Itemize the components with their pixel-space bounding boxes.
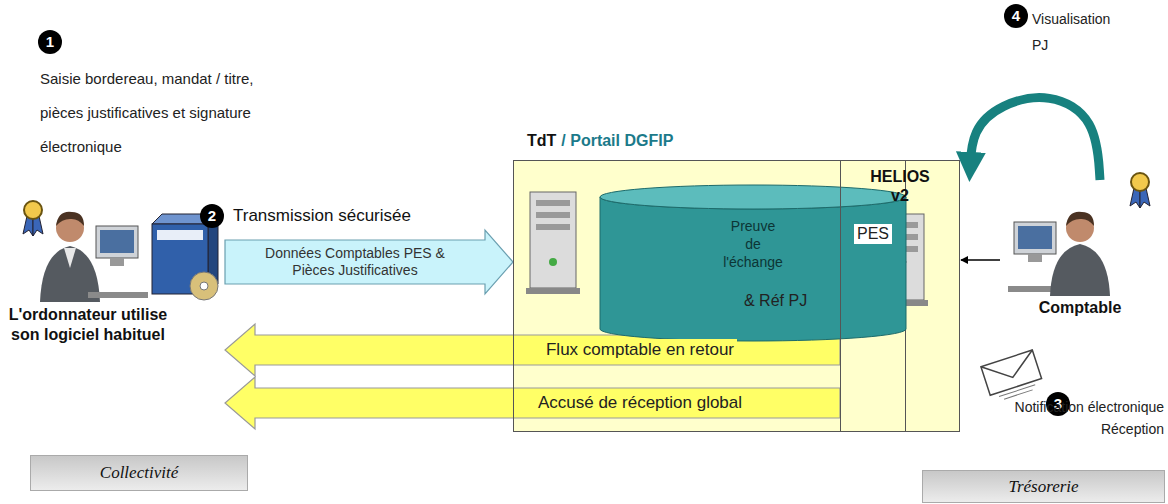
step-note: Notification électronique Réception [968, 396, 1164, 440]
actor-node: Comptable [1000, 180, 1160, 330]
node-title: Trésorerie [923, 471, 1164, 502]
person-icon-part [56, 212, 84, 226]
node-title: TdT [527, 130, 556, 152]
node-title: Preuve de l'échange [722, 217, 784, 271]
step-note: Transmission sécurisée [233, 205, 411, 227]
node-title: Comptable [1000, 298, 1160, 318]
computer-icon-part [100, 230, 134, 253]
computer-icon-part [1028, 254, 1042, 262]
person-icon-part [1050, 244, 1110, 296]
server-icon-part [536, 224, 570, 230]
server-icon-part [536, 212, 570, 218]
step-note: Saisie bordereau, mandat / titre, pièces… [40, 62, 295, 164]
zone-band: Trésorerie [922, 470, 1165, 503]
envelope-icon-part [981, 350, 1042, 395]
rosette-icon [1130, 173, 1150, 208]
software-box-icon-part [200, 282, 208, 290]
edge-label: PES [854, 224, 892, 244]
cylinder-top [600, 185, 906, 209]
rosette-icon-part [1131, 173, 1149, 191]
callout-number: 4 [1004, 4, 1028, 28]
callout-number: 2 [200, 204, 224, 228]
data-flow-arrow [225, 230, 513, 294]
envelope-icon-part [981, 350, 1039, 386]
rosette-icon-part [24, 201, 42, 219]
actor-node: L'ordonnateur utilise son logiciel habit… [8, 165, 225, 425]
database-cylinder: Preuve de l'échange [600, 185, 906, 341]
server-icon-part [549, 258, 557, 266]
return-flow-arrow [225, 377, 840, 429]
platform-box: TdT/ Portail DGFIP Preuve de l'échange [513, 130, 906, 432]
envelope-icon-part [999, 385, 1036, 401]
server-icon-part [530, 192, 576, 288]
edge-label: Flux comptable en retour [543, 339, 737, 361]
rosette-icon [23, 201, 43, 236]
server-icon [526, 192, 580, 294]
node-title: HELIOS v2 [865, 167, 935, 205]
callout-number: 1 [38, 30, 62, 54]
person-icon-part [64, 248, 76, 268]
computer-icon [88, 226, 148, 298]
node-title: L'ordonnateur utilise son logiciel habit… [8, 305, 168, 345]
software-box-icon-part [190, 272, 218, 300]
person-icon-part [1066, 212, 1094, 226]
access-arrow [961, 259, 1000, 261]
server-box: HELIOS v2 [840, 160, 960, 432]
edge-label: Données Comptables PES & Pièces Justific… [260, 245, 450, 279]
computer-icon-part [110, 258, 124, 266]
server-icon-part [536, 200, 570, 206]
computer-icon-part [1018, 226, 1052, 249]
person-icon [40, 212, 100, 302]
computer-icon-part [1014, 222, 1056, 254]
step-note: Visualisation PJ [1032, 6, 1127, 58]
computer-icon-part [88, 292, 148, 298]
computer-icon-part [96, 226, 138, 258]
node-subtitle: / Portail DGFIP [561, 130, 673, 152]
node-title: Collectivité [31, 456, 247, 490]
edge-label: Accusé de réception global [535, 392, 745, 414]
server-icon-part [526, 288, 580, 294]
flow-note: & Réf PJ [744, 291, 807, 311]
software-box-icon-part [157, 230, 203, 240]
cylinder-body [600, 197, 906, 341]
view-arrow [970, 98, 1100, 180]
person-icon [1050, 212, 1110, 296]
zone-band: Collectivité [30, 455, 248, 491]
envelope-icon [981, 350, 1044, 403]
